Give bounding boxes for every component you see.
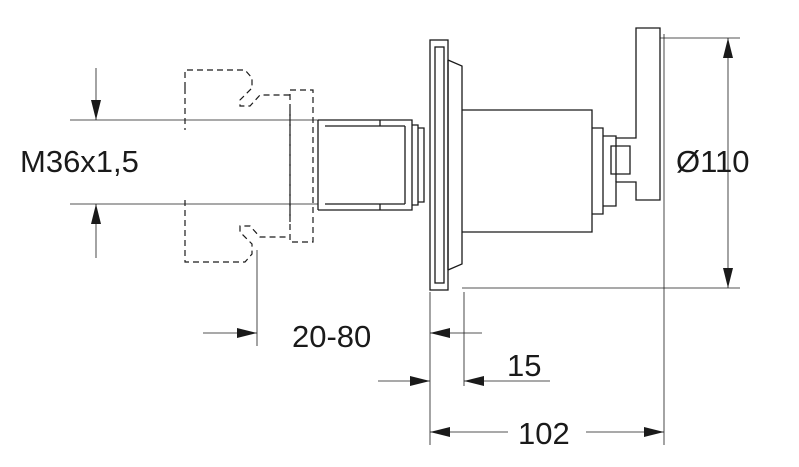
handle-assembly <box>462 27 661 233</box>
rosette-plate <box>429 39 463 291</box>
extension-lines <box>70 34 740 445</box>
wall-range-dimension: 20-80 <box>203 319 482 354</box>
total-depth-label: 102 <box>518 416 570 451</box>
thread-dimension: M36x1,5 <box>20 68 139 258</box>
rosette-depth-label: 15 <box>507 348 541 383</box>
thread-label: M36x1,5 <box>20 144 139 179</box>
total-depth-dimension: 102 <box>430 410 664 451</box>
wall-range-label: 20-80 <box>292 319 371 354</box>
diameter-dimension: Ø110 <box>676 38 750 288</box>
threaded-stem <box>317 119 425 211</box>
diameter-label: Ø110 <box>676 144 750 179</box>
rosette-depth-dimension: 15 <box>378 348 550 386</box>
concealed-valve-body <box>184 69 314 263</box>
